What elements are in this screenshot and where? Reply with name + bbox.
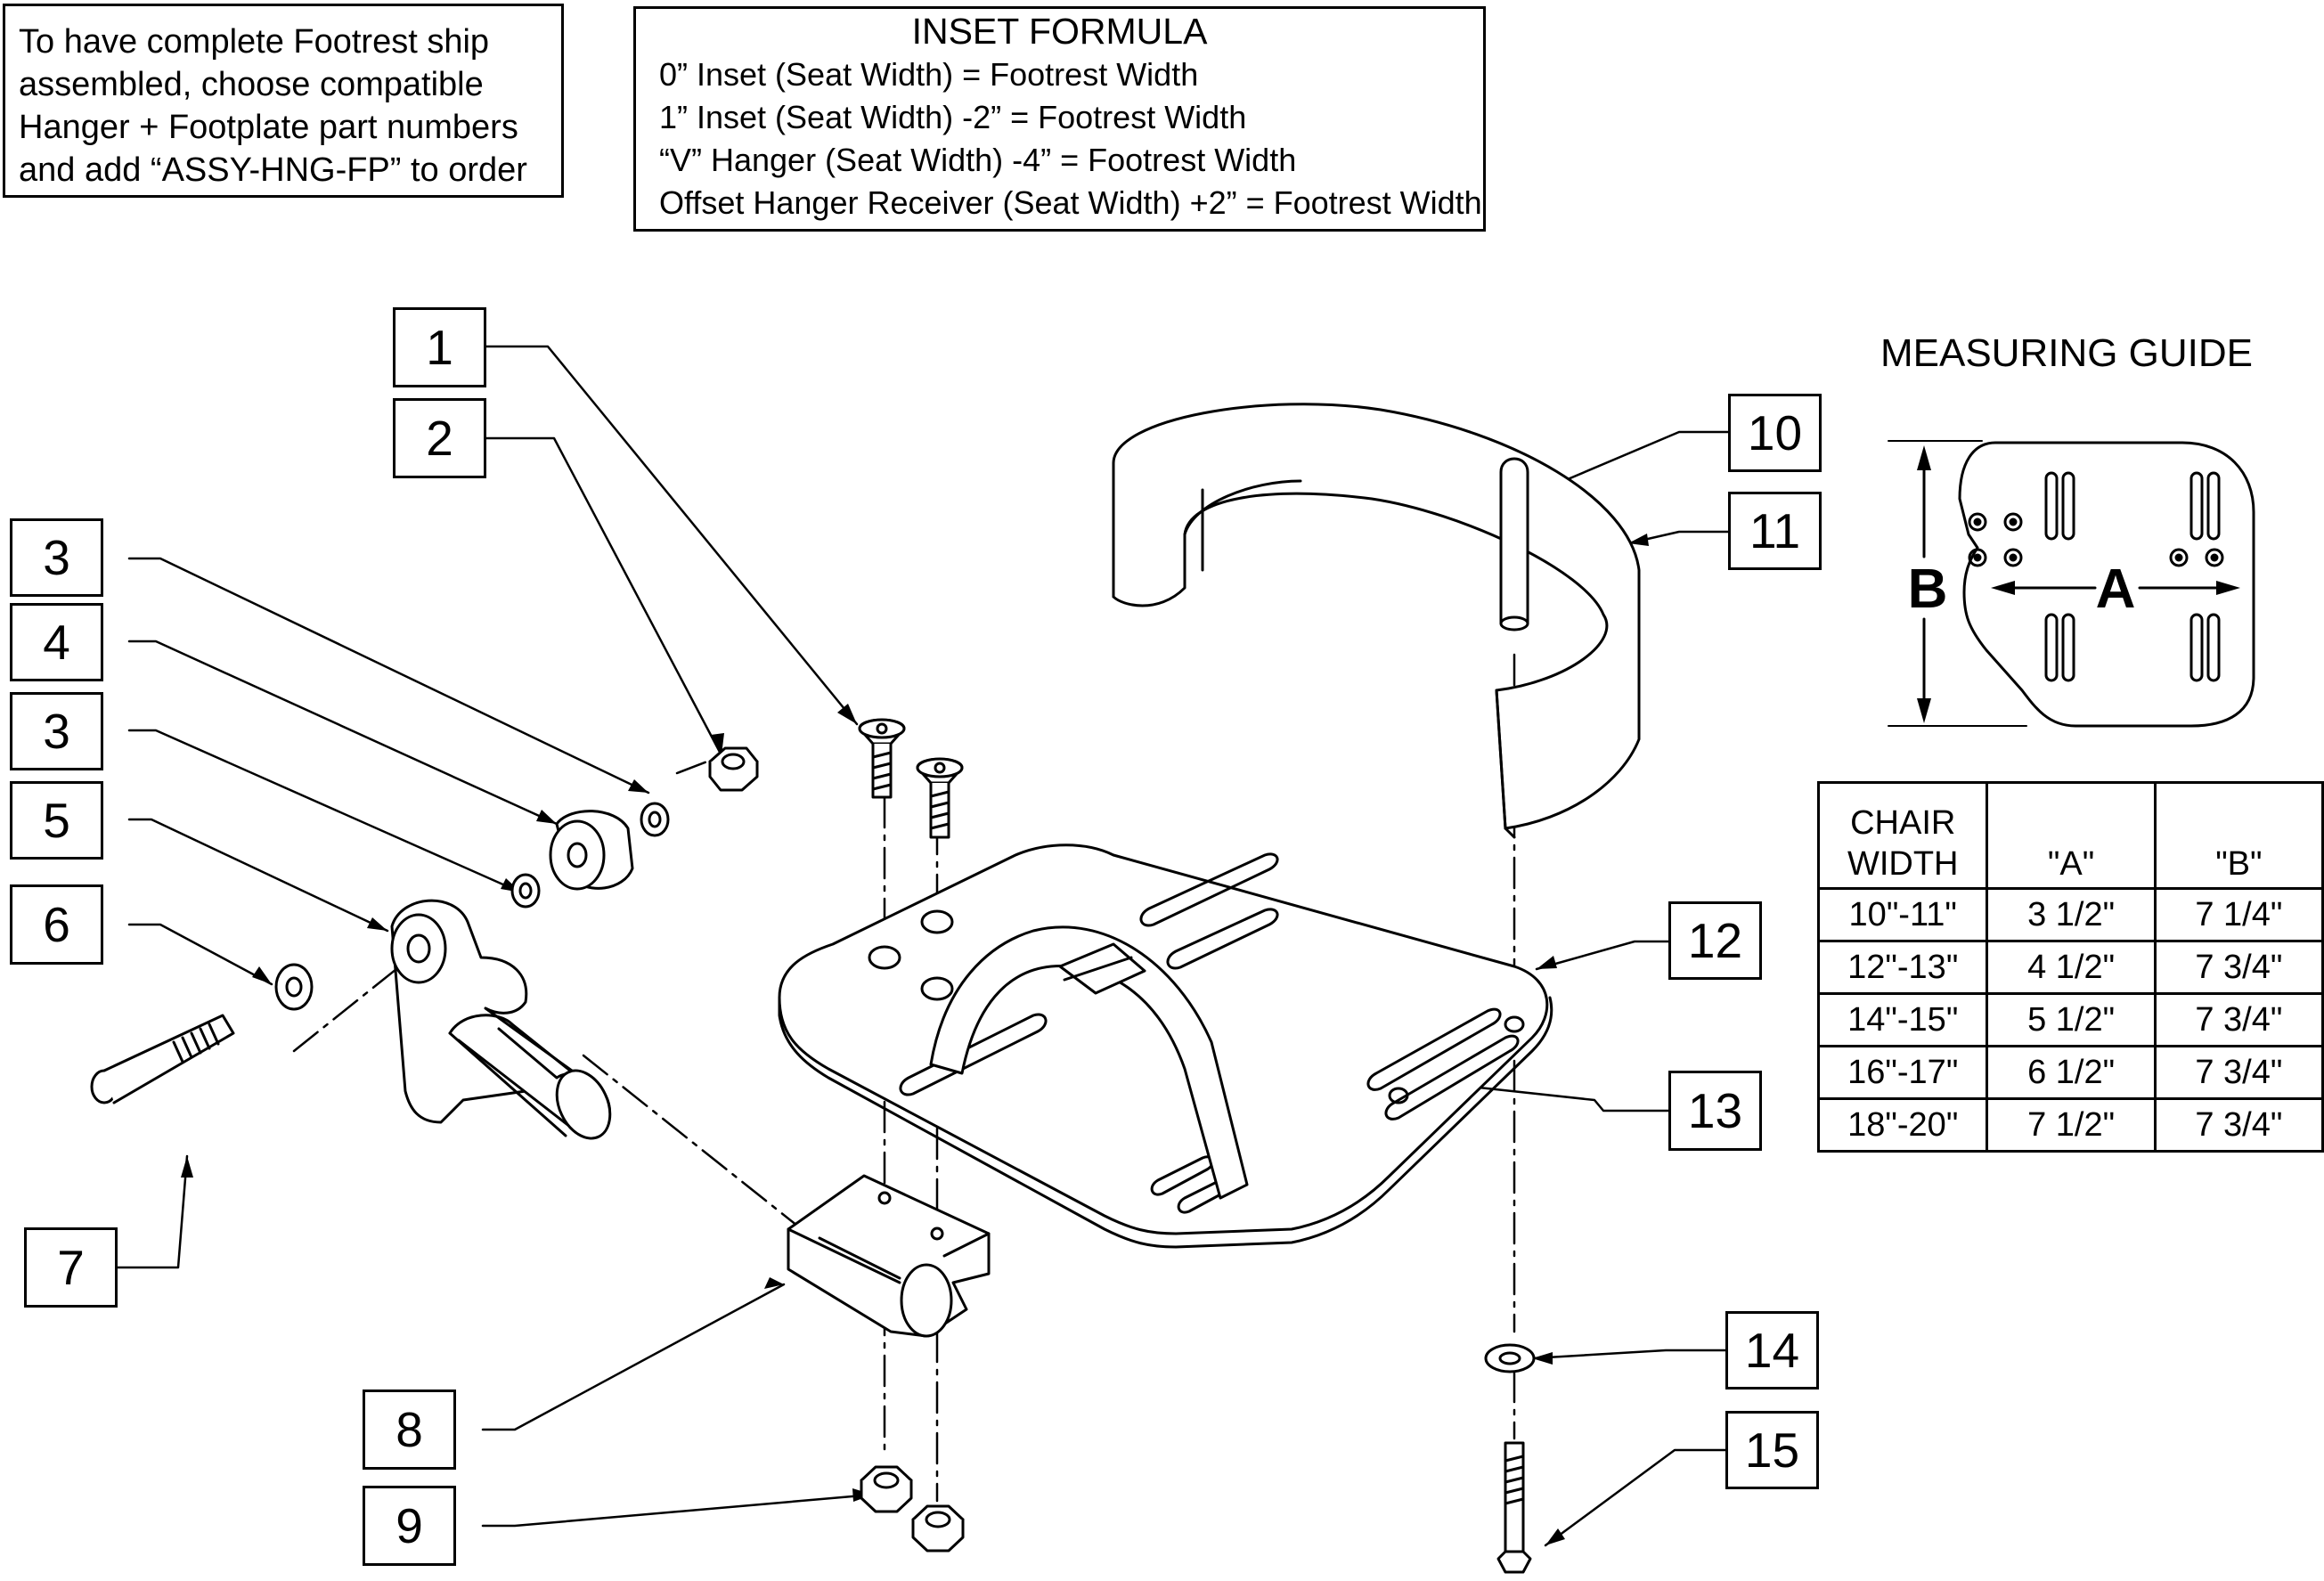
table-cell: 4 1/2" [1986, 940, 2157, 995]
table-cell: 5 1/2" [1986, 992, 2157, 1047]
table-cell: 6 1/2" [1986, 1045, 2157, 1100]
table-row: 12"-13" 4 1/2" 7 3/4" [1816, 940, 2324, 995]
ship-note-line: To have complete Footrest ship [19, 23, 490, 61]
table-cell: 12"-13" [1816, 940, 1989, 995]
hex-nuts-icon [860, 1465, 965, 1552]
guide-holes [1968, 512, 2224, 567]
large-washer-icon [274, 963, 314, 1011]
ship-note-line: and add “ASSY-HNG-FP” to order [19, 151, 527, 189]
header-a: "A" [1986, 781, 2157, 890]
bottom-washer-icon [1484, 1343, 1536, 1373]
washer-icon [510, 802, 670, 909]
callout-5: 5 [10, 781, 103, 860]
hex-nut-icon [708, 746, 759, 792]
callout-8: 8 [363, 1389, 456, 1470]
header-chair-width: CHAIR WIDTH [1816, 781, 1989, 890]
table-row: 14"-15" 5 1/2" 7 3/4" [1816, 992, 2324, 1047]
bolt-icon [90, 1014, 235, 1104]
table-cell: 16"-17" [1816, 1045, 1989, 1100]
flat-head-screw-icon [858, 718, 964, 839]
table-header-row: CHAIR WIDTH "A" "B" [1816, 781, 2324, 890]
callout-3b: 3 [10, 692, 103, 770]
table-cell: 7 1/4" [2153, 887, 2324, 942]
table-cell: 14"-15" [1816, 992, 1989, 1047]
inset-formula-line: “V” Hanger (Seat Width) -4” = Footrest W… [659, 142, 1297, 178]
callout-14: 14 [1725, 1311, 1819, 1389]
heel-loop-icon [1112, 403, 1641, 839]
measuring-guide-footplate-icon [1888, 440, 2255, 728]
table-cell: 7 3/4" [2153, 940, 2324, 995]
ship-note-line: Hanger + Footplate part numbers [19, 109, 518, 146]
clamp-icon [787, 1174, 991, 1338]
callout-4: 4 [10, 603, 103, 681]
footplate-icon [778, 843, 1553, 1249]
spacer-cam-icon [549, 810, 634, 891]
table-cell: 7 3/4" [2153, 992, 2324, 1047]
header-b: "B" [2153, 781, 2324, 890]
table-cell: 7 3/4" [2153, 1097, 2324, 1153]
callout-15: 15 [1725, 1411, 1819, 1489]
hanger-tube-icon [457, 1027, 612, 1140]
callout-1: 1 [393, 307, 486, 387]
callout-13: 13 [1668, 1071, 1762, 1151]
callout-2: 2 [393, 398, 486, 478]
table-row: 18"-20" 7 1/2" 7 3/4" [1816, 1097, 2324, 1153]
dim-b-label: B [1908, 558, 1948, 620]
table-cell: 18"-20" [1816, 1097, 1989, 1153]
ship-assembly-note: To have complete Footrest ship assembled… [3, 4, 564, 198]
inset-formula-title: INSET FORMULA [911, 11, 1208, 52]
ship-note-line: assembled, choose compatible [19, 66, 484, 103]
callout-3: 3 [10, 518, 103, 597]
table-cell: 7 3/4" [2153, 1045, 2324, 1100]
callout-6: 6 [10, 884, 103, 965]
table-cell: 7 1/2" [1986, 1097, 2157, 1153]
callout-11: 11 [1728, 492, 1822, 570]
pin-icon [1499, 457, 1529, 632]
guide-slots [2044, 471, 2221, 682]
callout-12: 12 [1668, 901, 1762, 980]
table-row: 16"-17" 6 1/2" 7 3/4" [1816, 1045, 2324, 1100]
inset-formula-line: 1” Inset (Seat Width) -2” = Footrest Wid… [659, 99, 1247, 135]
header-width-line: WIDTH [1847, 845, 1959, 883]
inset-formula-line: Offset Hanger Receiver (Seat Width) +2” … [659, 184, 1482, 221]
long-bolt-icon [1496, 1441, 1532, 1574]
header-chair-line: CHAIR [1850, 804, 1956, 842]
callout-7: 7 [24, 1227, 118, 1308]
inset-formula-line: 0” Inset (Seat Width) = Footrest Width [659, 56, 1199, 93]
inset-formula-box: INSET FORMULA 0” Inset (Seat Width) = Fo… [633, 6, 1486, 232]
table-cell: 3 1/2" [1986, 887, 2157, 942]
dim-a-label: A [2096, 558, 2136, 620]
table-cell: 10"-11" [1816, 887, 1989, 942]
callout-10: 10 [1728, 394, 1822, 472]
callout-9: 9 [363, 1486, 456, 1566]
size-chart-table: CHAIR WIDTH "A" "B" 10"-11" 3 1/2" 7 1/4… [1816, 781, 2324, 1153]
table-row: 10"-11" 3 1/2" 7 1/4" [1816, 887, 2324, 942]
measuring-guide-title: MEASURING GUIDE [1880, 331, 2254, 375]
foot-strap-icon [929, 925, 1249, 1200]
